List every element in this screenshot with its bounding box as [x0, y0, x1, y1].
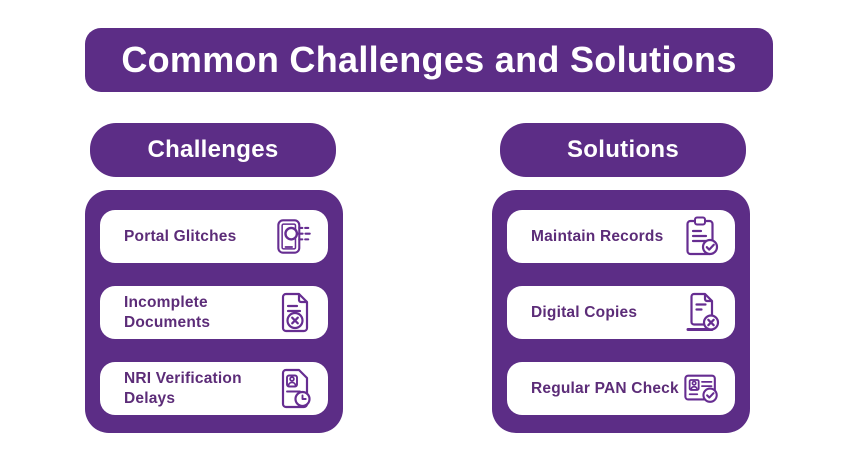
card-incomplete-documents: Incomplete Documents — [100, 286, 328, 339]
card-portal-glitches: Portal Glitches — [100, 210, 328, 263]
solutions-panel: Maintain Records Digital Copies — [492, 190, 750, 433]
page-title: Common Challenges and Solutions — [121, 39, 737, 80]
portal-glitch-icon — [275, 216, 315, 258]
card-maintain-records: Maintain Records — [507, 210, 735, 263]
card-label: Maintain Records — [531, 227, 664, 245]
id-verification-clock-icon — [275, 368, 315, 410]
solutions-header-label: Solutions — [566, 136, 680, 163]
challenges-header: Challenges — [90, 123, 336, 177]
document-error-icon — [275, 292, 315, 334]
clipboard-check-icon — [682, 216, 722, 258]
challenges-header-label: Challenges — [147, 136, 279, 163]
card-label: NRI Verification Delays — [124, 370, 242, 407]
solutions-header: Solutions — [500, 123, 746, 177]
card-label: Portal Glitches — [124, 227, 237, 245]
card-label: Digital Copies — [531, 303, 638, 321]
challenges-panel: Portal Glitches Incomplete Documents — [85, 190, 343, 433]
card-label: Regular PAN Check — [531, 379, 679, 397]
card-regular-pan-check: Regular PAN Check — [507, 362, 735, 415]
title-banner: Common Challenges and Solutions — [85, 28, 773, 92]
digital-document-error-icon — [682, 292, 722, 334]
card-digital-copies: Digital Copies — [507, 286, 735, 339]
card-nri-verification-delays: NRI Verification Delays — [100, 362, 328, 415]
card-label: Incomplete Documents — [124, 294, 211, 331]
id-card-check-icon — [682, 368, 722, 410]
